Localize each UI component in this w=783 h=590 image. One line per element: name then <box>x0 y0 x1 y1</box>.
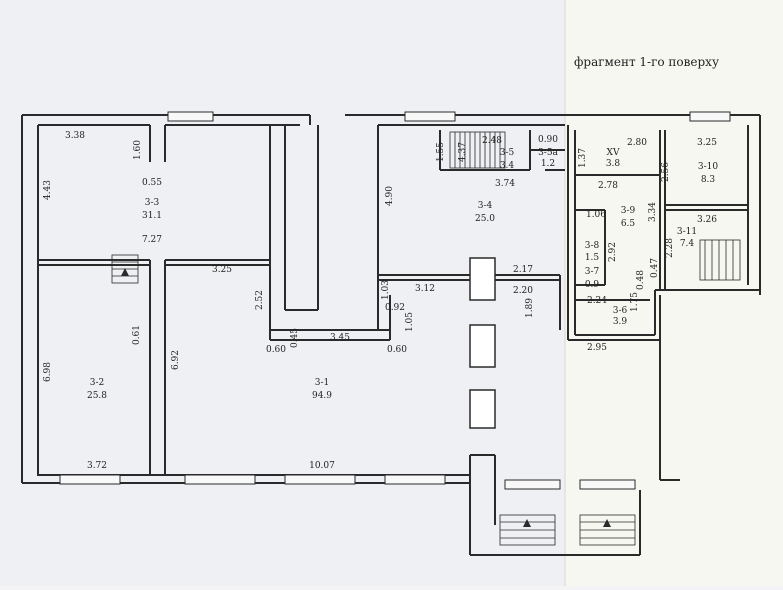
dimension-label: 2.78 <box>598 181 618 191</box>
room-id: 3-6 <box>613 306 628 316</box>
windows <box>59 111 731 490</box>
room-area: 25.8 <box>87 391 107 401</box>
room-id: 3-4 <box>478 201 493 211</box>
plan-title: фрагмент 1-го поверху <box>574 55 719 69</box>
room-area: 6.5 <box>621 219 636 229</box>
dimension-label: 4.90 <box>385 186 395 206</box>
dimension-label: 1.89 <box>525 298 535 318</box>
dimension-label: 3.45 <box>330 333 350 343</box>
dimension-label: 2.20 <box>513 286 533 296</box>
dimension-label: 3.72 <box>87 461 107 471</box>
dimension-label: 2.28 <box>665 238 675 258</box>
dimension-label: 2.24 <box>587 296 607 306</box>
room-id: 3-2 <box>90 378 105 388</box>
dimension-label: 0.48 <box>636 270 646 290</box>
paper-right-panel <box>565 0 783 586</box>
dimension-label: 0.90 <box>538 135 558 145</box>
dimension-label: 0.47 <box>650 258 660 278</box>
dimension-label: 4.37 <box>458 142 468 162</box>
columns <box>469 257 496 429</box>
dimension-label: 2.48 <box>482 136 502 146</box>
room-area: 3.8 <box>606 159 621 169</box>
dimension-label: 1.05 <box>405 312 415 332</box>
dimension-label: 7.27 <box>142 235 162 245</box>
dimension-label: 3.38 <box>65 131 85 141</box>
dimension-label: 2.95 <box>587 343 607 353</box>
dimension-label: 3.26 <box>697 215 717 225</box>
room-id: 3-9 <box>621 206 636 216</box>
room-id: 3-10 <box>698 162 718 172</box>
dimension-label: 1.75 <box>630 292 640 312</box>
room-id: 3-5a <box>538 148 558 158</box>
room-area: 1.5 <box>585 253 600 263</box>
dimension-labels: 3.38 1.60 0.55 4.43 7.27 3.25 2.52 0.61 … <box>43 131 717 471</box>
room-id: XV <box>607 148 620 158</box>
dimension-label: 3.12 <box>415 284 435 294</box>
room-id: 3-8 <box>585 241 600 251</box>
dimension-label: 2.52 <box>255 290 265 310</box>
dimension-label: 4.43 <box>43 180 53 200</box>
room-area: 3.4 <box>500 161 515 171</box>
dimension-label: 1.37 <box>578 148 588 168</box>
stairs <box>111 131 741 546</box>
dimension-label: 2.92 <box>608 242 618 262</box>
room-area: 8.3 <box>701 175 716 185</box>
dimension-label: 1.60 <box>133 140 143 160</box>
dimension-label: 3.34 <box>648 202 658 222</box>
room-area: 1.2 <box>541 159 555 169</box>
dimension-label: 2.56 <box>661 162 671 182</box>
dimension-label: 2.80 <box>627 138 647 148</box>
dimension-label: 0.60 <box>266 345 286 355</box>
dimension-label: 3.74 <box>495 179 515 189</box>
dimension-label: 3.25 <box>697 138 717 148</box>
dimension-label: 1.55 <box>436 142 446 162</box>
dimension-label: 0.61 <box>132 325 142 345</box>
room-id: 3-3 <box>145 198 160 208</box>
walls <box>21 114 761 556</box>
room-area: 31.1 <box>142 211 162 221</box>
room-area: 3.9 <box>613 317 628 327</box>
room-id: 3-5 <box>500 148 515 158</box>
stair-arrows <box>121 268 611 527</box>
dimension-label: 1.03 <box>381 280 391 300</box>
room-id: 3-1 <box>315 378 330 388</box>
dimension-label: 0.92 <box>385 303 405 313</box>
dimension-label: 10.07 <box>309 461 335 471</box>
room-area: 0.9 <box>585 280 600 290</box>
dimension-label: 2.17 <box>513 265 533 275</box>
room-area: 94.9 <box>312 391 332 401</box>
dimension-label: 0.55 <box>142 178 162 188</box>
dimension-label: 3.25 <box>212 265 232 275</box>
room-area: 7.4 <box>680 239 695 249</box>
room-id: 3-7 <box>585 267 600 277</box>
room-area: 25.0 <box>475 214 495 224</box>
dimension-label: 0.60 <box>387 345 407 355</box>
room-id: 3-11 <box>677 227 697 237</box>
dimension-label: 6.98 <box>43 362 53 382</box>
dimension-label: 0.45 <box>290 328 300 348</box>
dimension-label: 6.92 <box>171 350 181 370</box>
dimension-label: 1.06 <box>586 210 606 220</box>
room-labels: 3-1 94.9 3-2 25.8 3-3 31.1 3-4 25.0 3-5 … <box>87 148 718 401</box>
